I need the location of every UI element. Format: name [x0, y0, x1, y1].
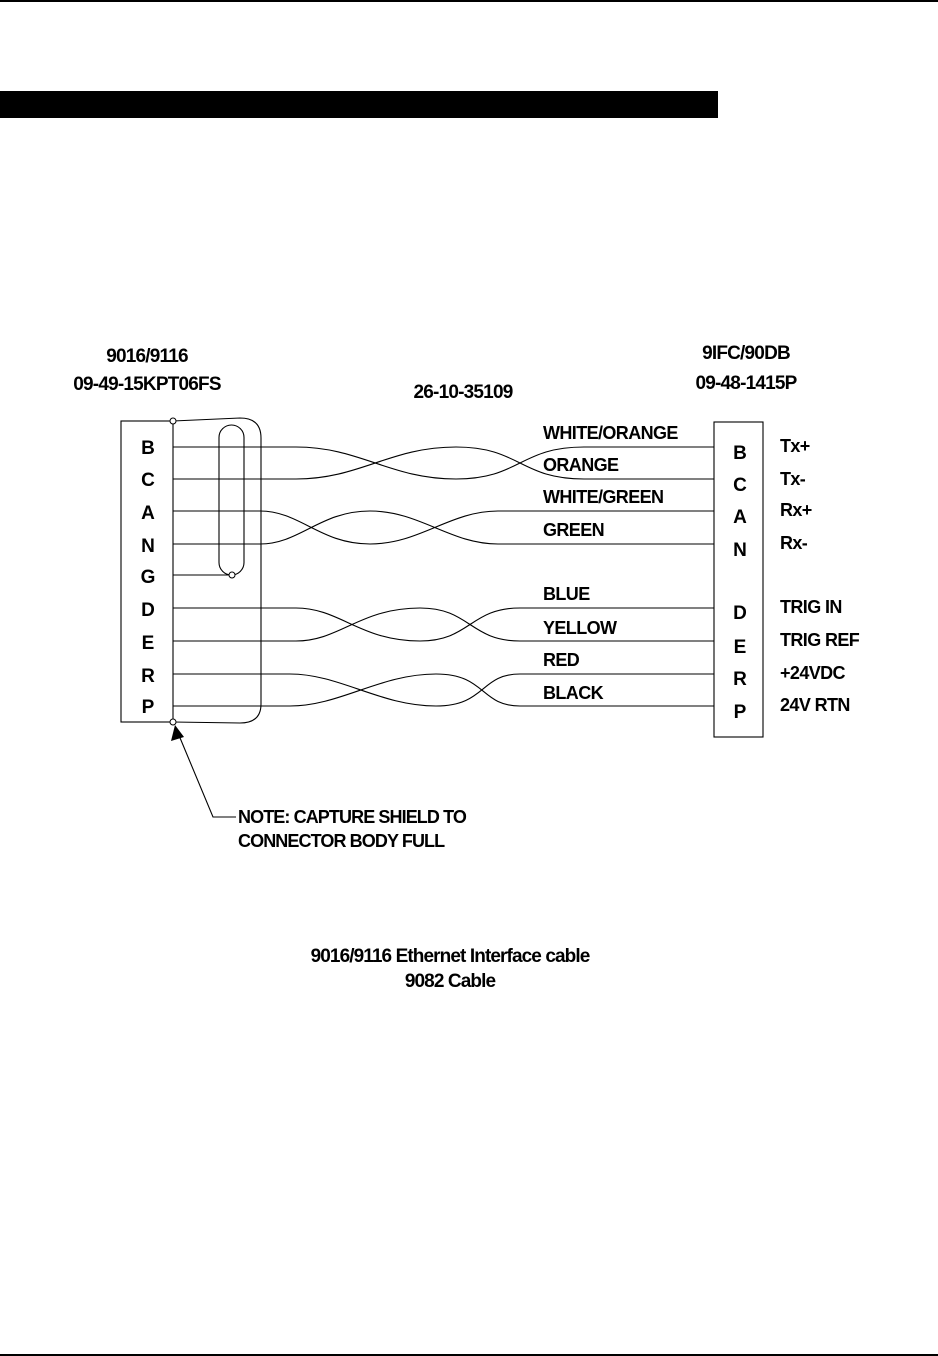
right-pin-c: C — [733, 475, 747, 496]
wire-white-green — [173, 510, 714, 545]
signal-rx-plus: Rx+ — [780, 500, 812, 520]
left-pin-b: B — [141, 438, 155, 459]
wire-label-white-orange: WHITE/ORANGE — [543, 423, 678, 443]
section-header-bar — [0, 91, 718, 118]
right-pin-e: E — [734, 637, 747, 658]
left-pin-n: N — [141, 536, 155, 557]
caption-line-2: 9082 Cable — [405, 971, 496, 992]
right-connector-part-number: 09-48-1415P — [695, 373, 797, 394]
drain-terminal — [228, 571, 236, 579]
wire-label-white-green: WHITE/GREEN — [543, 487, 663, 507]
signal-tx-minus: Tx- — [780, 469, 806, 489]
wire-green — [173, 510, 714, 545]
left-connector-body — [120, 420, 174, 723]
cable-part-number: 26-10-35109 — [414, 382, 513, 403]
wire-label-blue: BLUE — [543, 584, 590, 604]
left-pin-r: R — [141, 666, 155, 687]
note-arrowhead — [171, 725, 184, 741]
bottom-rule — [0, 1354, 938, 1356]
left-pin-p: P — [142, 697, 155, 718]
wire-label-red: RED — [543, 650, 580, 670]
signal-24v-rtn: 24V RTN — [780, 695, 850, 715]
right-pin-n: N — [733, 540, 747, 561]
signal-tx-plus: Tx+ — [780, 436, 810, 456]
left-pin-g: G — [141, 567, 156, 588]
right-pin-b: B — [733, 443, 747, 464]
signal-trig-in: TRIG IN — [780, 597, 842, 617]
shield-terminal-bottom — [169, 718, 177, 726]
left-pin-d: D — [141, 600, 155, 621]
signal-plus-24vdc: +24VDC — [780, 663, 846, 683]
right-pin-r: R — [733, 669, 747, 690]
wire-label-yellow: YELLOW — [543, 618, 617, 638]
caption-line-1: 9016/9116 Ethernet Interface cable — [311, 946, 590, 967]
signal-rx-minus: Rx- — [780, 533, 808, 553]
wire-black — [173, 673, 714, 707]
right-pin-d: D — [733, 603, 747, 624]
left-pin-a: A — [141, 503, 155, 524]
wire-red — [173, 673, 714, 707]
wire-orange — [173, 446, 714, 480]
right-pin-a: A — [733, 507, 747, 528]
right-pin-p: P — [734, 702, 747, 723]
left-pin-c: C — [141, 470, 155, 491]
shield-wrap — [172, 417, 262, 724]
left-connector-part-number: 09-49-15KPT06FS — [73, 374, 221, 395]
signal-trig-ref: TRIG REF — [780, 630, 860, 650]
note-line-1: NOTE: CAPTURE SHIELD TO — [238, 807, 467, 827]
right-connector-model: 9IFC/90DB — [702, 343, 790, 364]
left-pin-e: E — [142, 633, 155, 654]
left-connector-model: 9016/9116 — [106, 346, 188, 367]
wire-label-orange: ORANGE — [543, 455, 619, 475]
wire-blue — [173, 607, 714, 642]
wire-label-black: BLACK — [543, 683, 604, 703]
wire-label-green: GREEN — [543, 520, 604, 540]
top-rule — [0, 0, 938, 2]
note-line-2: CONNECTOR BODY FULL — [238, 831, 445, 851]
wire-yellow — [173, 607, 714, 642]
right-connector-body — [713, 421, 764, 738]
note-leader-line — [177, 732, 236, 818]
shield-terminal-top — [169, 417, 177, 425]
wire-white-orange — [173, 446, 714, 480]
